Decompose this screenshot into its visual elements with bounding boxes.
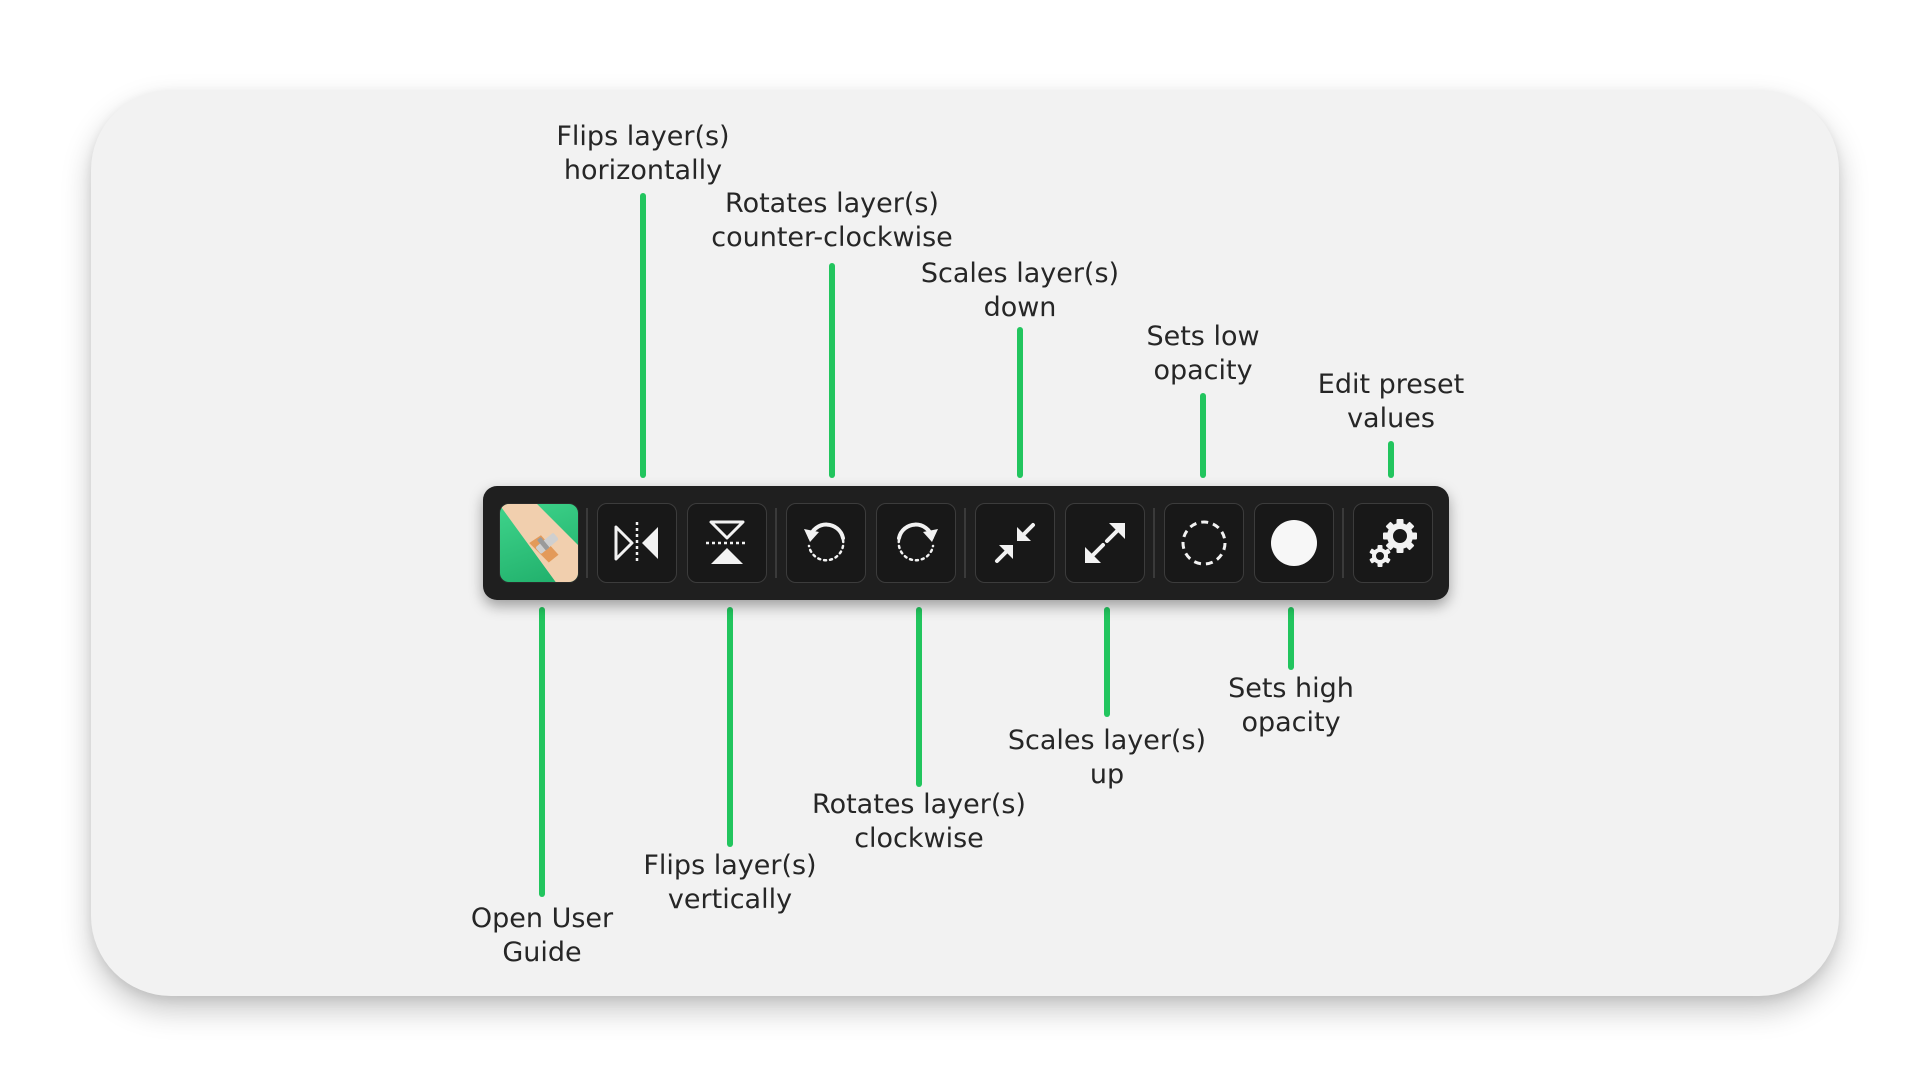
connector-rotate-ccw [829,263,835,478]
edit-presets-button[interactable] [1353,503,1433,583]
high-opacity-button[interactable] [1254,503,1334,583]
label-high-opacity: Sets high opacity [1228,673,1354,738]
transform-toolbar [483,486,1449,600]
flip-vertical-icon [706,520,748,564]
label-scale-up: Scales layer(s) up [1007,725,1207,790]
flip-horizontal-icon [614,522,658,564]
scale-down-button[interactable] [975,503,1055,583]
open-user-guide-button[interactable] [499,503,579,583]
toolbar-separator [964,508,966,578]
scale-down-icon [995,523,1035,563]
rotate-cw-button[interactable] [876,503,956,583]
gears-icon [1369,519,1417,567]
scale-up-button[interactable] [1065,503,1145,583]
connector-low-opacity [1200,393,1206,478]
label-rotate-ccw: Rotates layer(s) counter-clockwise [711,188,953,253]
label-low-opacity: Sets low opacity [1146,321,1260,386]
flip-vertical-button[interactable] [687,503,767,583]
connector-flip-vertical [727,607,733,847]
low-opacity-button[interactable] [1164,503,1244,583]
filled-circle-icon [1271,520,1317,566]
rotate-counter-clockwise-icon [804,522,845,562]
connector-rotate-cw [916,607,922,787]
scale-up-icon [1085,523,1125,563]
rotate-clockwise-icon [897,522,938,562]
connector-flip-horizontal [640,193,646,478]
connector-open-user-guide [539,607,545,897]
toolbar-separator [1153,508,1155,578]
connector-edit-presets [1388,441,1394,478]
label-scale-down: Scales layer(s) down [920,258,1120,323]
dashed-circle-icon [1181,520,1227,566]
connector-scale-up [1104,607,1110,717]
toolbar-separator [586,508,588,578]
connector-high-opacity [1288,607,1294,670]
label-flip-vertical: Flips layer(s) vertically [643,850,817,915]
rotate-ccw-button[interactable] [786,503,866,583]
toolbar-separator [775,508,777,578]
label-edit-presets: Edit preset values [1317,369,1465,434]
label-open-user-guide: Open User Guide [470,903,614,968]
user-guide-icon [500,504,578,582]
toolbar-separator [1342,508,1344,578]
connector-scale-down [1017,327,1023,478]
label-flip-horizontal: Flips layer(s) horizontally [556,121,730,186]
flip-horizontal-button[interactable] [597,503,677,583]
label-rotate-cw: Rotates layer(s) clockwise [812,789,1026,854]
